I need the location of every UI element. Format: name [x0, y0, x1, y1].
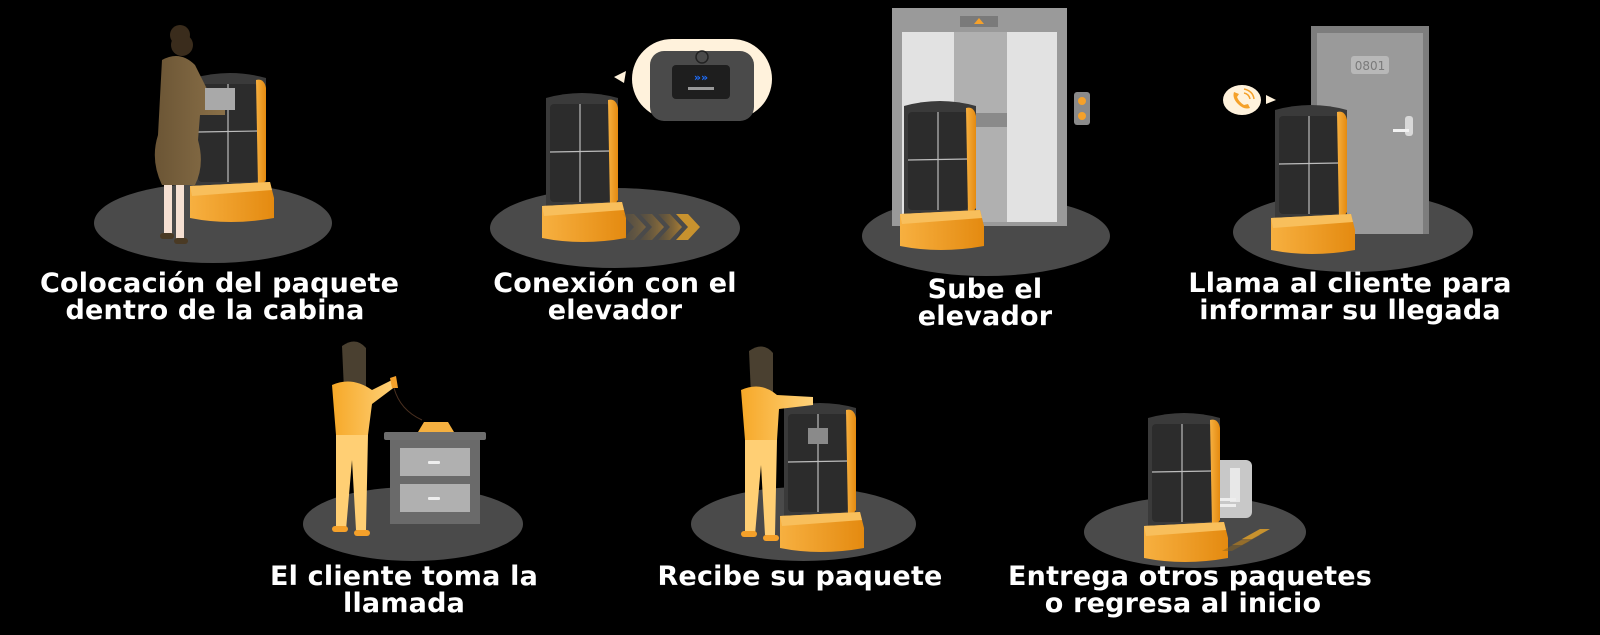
woman-loading-package-illustration — [154, 25, 235, 244]
robot-icon — [1270, 104, 1356, 255]
svg-text:»»: »» — [694, 71, 708, 84]
chevron-arrows-icon — [1222, 529, 1270, 551]
step-caption: El cliente toma la llamada — [269, 561, 539, 619]
nightstand-illustration — [384, 422, 486, 524]
step-caption: Recibe su paquete — [657, 561, 943, 592]
step-caption: Conexión con el elevador — [493, 268, 737, 326]
robot-icon — [899, 100, 985, 251]
robot-screen-callout: »» — [614, 39, 772, 121]
door-number: 0801 — [1355, 59, 1386, 73]
robot-open-icon — [779, 402, 865, 553]
phone-call-icon — [1223, 85, 1276, 115]
step-caption: Colocación del paquete dentro de la cabi… — [40, 268, 400, 326]
step-caption: Llama al cliente para informar su llegad… — [1188, 268, 1512, 326]
woman-on-phone-illustration — [332, 341, 423, 536]
step-caption: Entrega otros paquetes o regresa al inic… — [1008, 561, 1373, 619]
robot-icon — [1143, 412, 1229, 563]
woman-receiving-package-illustration — [741, 346, 813, 541]
step-caption: Sube el elevador — [917, 274, 1053, 332]
charging-dock-icon — [1210, 460, 1252, 518]
chevron-arrows-icon — [622, 214, 700, 240]
